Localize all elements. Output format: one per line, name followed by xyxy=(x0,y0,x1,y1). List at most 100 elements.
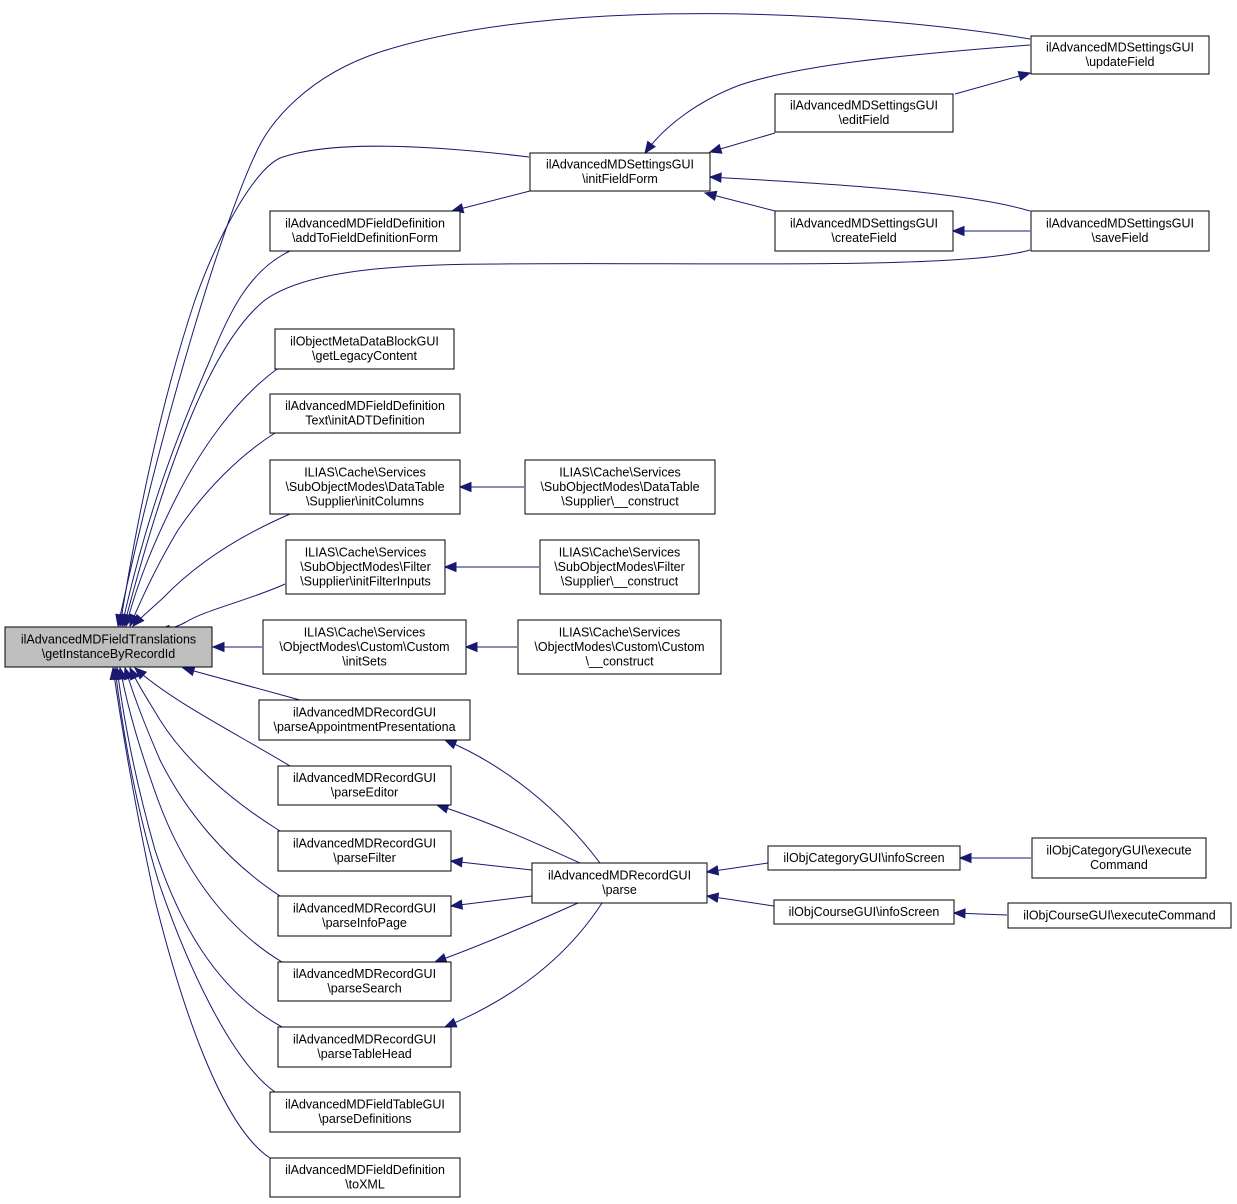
node-toXML[interactable]: ilAdvancedMDFieldDefinition\toXML xyxy=(269,1157,461,1198)
node-parseTableHead[interactable]: ilAdvancedMDRecordGUI\parseTableHead xyxy=(277,1026,452,1068)
node-label-line: ILIAS\Cache\Services xyxy=(559,465,681,479)
node-label-line: ilAdvancedMDRecordGUI xyxy=(293,902,436,916)
node-parseInfoPage[interactable]: ilAdvancedMDRecordGUI\parseInfoPage xyxy=(277,895,452,937)
node-label-line: ILIAS\Cache\Services xyxy=(304,625,426,639)
node-label-line: \parseAppointmentPresentationa xyxy=(273,720,455,734)
edge-parse-to-parseFilter xyxy=(449,857,533,871)
node-label-line: \getLegacyContent xyxy=(312,349,417,363)
node-box xyxy=(531,862,708,904)
arrow-head-icon xyxy=(443,561,457,573)
node-parse[interactable]: ilAdvancedMDRecordGUI\parse xyxy=(531,862,708,904)
node-label-line: ilAdvancedMDRecordGUI xyxy=(293,771,436,785)
node-label-line: \ObjectModes\Custom\Custom xyxy=(279,640,449,654)
edge-fConstruct-to-fInitFilterInputs xyxy=(443,561,539,573)
node-box xyxy=(774,93,954,133)
edge-parseFilter-to-focus xyxy=(129,666,281,832)
node-initADTDefinition[interactable]: ilAdvancedMDFieldDefinitionText\initADTD… xyxy=(269,393,461,434)
node-label-line: \Supplier\__construct xyxy=(561,494,679,508)
node-label-line: ilAdvancedMDRecordGUI xyxy=(548,869,691,883)
node-box xyxy=(1030,210,1210,252)
node-box xyxy=(4,626,213,668)
edge-saveField-to-createField xyxy=(951,225,1030,237)
arrow-head-icon xyxy=(449,857,464,868)
arrow-head-icon xyxy=(458,481,472,493)
arrow-head-icon xyxy=(433,953,448,963)
edge-parse-to-parseAppointment xyxy=(443,739,601,864)
arrow-head-icon xyxy=(211,641,225,653)
edge-catExecute-to-catInfoScreen xyxy=(958,852,1031,864)
arrow-head-icon xyxy=(132,613,145,627)
node-dtConstruct[interactable]: ILIAS\Cache\Services\SubObjectModes\Data… xyxy=(524,459,716,515)
arrow-head-icon xyxy=(703,190,718,201)
node-label-line: \SubObjectModes\Filter xyxy=(554,560,685,574)
node-addToFieldDefinitionForm[interactable]: ilAdvancedMDFieldDefinition\addToFieldDe… xyxy=(269,210,461,252)
node-label-line: \updateField xyxy=(1086,55,1155,69)
node-box xyxy=(517,619,722,675)
arrow-head-icon xyxy=(134,667,148,680)
node-label-line: \Supplier\initColumns xyxy=(306,494,424,508)
node-editField[interactable]: ilAdvancedMDSettingsGUI\editField xyxy=(774,93,954,133)
edges xyxy=(109,13,1032,1159)
node-createField[interactable]: ilAdvancedMDSettingsGUI\createField xyxy=(774,210,954,252)
node-box xyxy=(269,459,461,515)
node-catExecute[interactable]: ilObjCategoryGUI\executeCommand xyxy=(1031,837,1207,879)
node-label-line: ilAdvancedMDFieldTableGUI xyxy=(285,1098,445,1112)
edge-saveField-to-initFieldForm xyxy=(708,172,1031,212)
arrow-head-icon xyxy=(708,143,723,154)
node-label-line: \createField xyxy=(831,231,896,245)
node-parseEditor[interactable]: ilAdvancedMDRecordGUI\parseEditor xyxy=(277,765,452,806)
arrow-head-icon xyxy=(181,665,196,677)
node-crsExecute[interactable]: ilObjCourseGUI\executeCommand xyxy=(1007,902,1232,929)
node-label-line: Text\initADTDefinition xyxy=(305,414,425,428)
node-box xyxy=(774,210,954,252)
node-initFieldForm[interactable]: ilAdvancedMDSettingsGUI\initFieldForm xyxy=(529,152,711,192)
node-label-line: \SubObjectModes\Filter xyxy=(300,560,431,574)
node-label-line: ilAdvancedMDFieldDefinition xyxy=(285,399,445,413)
node-fInitFilterInputs[interactable]: ILIAS\Cache\Services\SubObjectModes\Filt… xyxy=(285,539,446,595)
node-label-line: ilAdvancedMDRecordGUI xyxy=(293,1033,436,1047)
node-label-line: ilAdvancedMDRecordGUI xyxy=(293,967,436,981)
node-box xyxy=(285,539,446,595)
node-box xyxy=(269,210,461,252)
node-label-line: ILIAS\Cache\Services xyxy=(559,545,681,559)
node-box xyxy=(1007,902,1232,929)
edge-addToFieldDefinitionForm-to-focus xyxy=(119,250,291,628)
node-label-line: ilAdvancedMDSettingsGUI xyxy=(1046,217,1194,231)
node-parseFilter[interactable]: ilAdvancedMDRecordGUI\parseFilter xyxy=(277,830,452,872)
node-saveField[interactable]: ilAdvancedMDSettingsGUI\saveField xyxy=(1030,210,1210,252)
node-catInfoScreen[interactable]: ilObjCategoryGUI\infoScreen xyxy=(767,845,961,871)
node-parseDefinitions[interactable]: ilAdvancedMDFieldTableGUI\parseDefinitio… xyxy=(269,1091,461,1133)
node-label-line: ilObjectMetaDataBlockGUI xyxy=(290,335,439,349)
nodes: ilAdvancedMDFieldTranslations\getInstanc… xyxy=(4,35,1232,1198)
node-cInitSets[interactable]: ILIAS\Cache\Services\ObjectModes\Custom\… xyxy=(262,619,467,675)
node-label-line: \initFieldForm xyxy=(582,172,658,186)
node-label-line: \__construct xyxy=(585,654,654,668)
node-label-line: \parse xyxy=(602,883,637,897)
node-box xyxy=(274,328,455,370)
edge-initFieldForm-to-addToFieldDefinitionForm xyxy=(450,190,531,214)
edge-parseSearch-to-focus xyxy=(116,666,283,963)
node-crsInfoScreen[interactable]: ilObjCourseGUI\infoScreen xyxy=(773,899,955,925)
node-updateField[interactable]: ilAdvancedMDSettingsGUI\updateField xyxy=(1030,35,1210,75)
node-box xyxy=(524,459,716,515)
edge-dtConstruct-to-dtInitColumns xyxy=(458,481,524,493)
arrow-head-icon xyxy=(443,1017,458,1028)
node-box xyxy=(767,845,961,871)
node-label-line: ilAdvancedMDSettingsGUI xyxy=(790,217,938,231)
node-parseSearch[interactable]: ilAdvancedMDRecordGUI\parseSearch xyxy=(277,961,452,1002)
node-label-line: ilAdvancedMDFieldTranslations xyxy=(21,633,196,647)
node-fConstruct[interactable]: ILIAS\Cache\Services\SubObjectModes\Filt… xyxy=(539,539,700,595)
node-parseAppointment[interactable]: ilAdvancedMDRecordGUI\parseAppointmentPr… xyxy=(258,699,471,741)
arrow-head-icon xyxy=(464,641,478,653)
node-label-line: \parseSearch xyxy=(327,982,401,996)
node-dtInitColumns[interactable]: ILIAS\Cache\Services\SubObjectModes\Data… xyxy=(269,459,461,515)
node-label-line: ilAdvancedMDFieldDefinition xyxy=(285,1163,445,1177)
node-getLegacyContent[interactable]: ilObjectMetaDataBlockGUI\getLegacyConten… xyxy=(274,328,455,370)
node-label-line: \parseDefinitions xyxy=(318,1112,411,1126)
node-label-line: \Supplier\initFilterInputs xyxy=(300,574,431,588)
node-box xyxy=(529,152,711,192)
node-box xyxy=(269,1091,461,1133)
node-cConstruct[interactable]: ILIAS\Cache\Services\ObjectModes\Custom\… xyxy=(517,619,722,675)
edge-parse-to-parseSearch xyxy=(433,902,579,963)
node-focus[interactable]: ilAdvancedMDFieldTranslations\getInstanc… xyxy=(4,626,213,668)
